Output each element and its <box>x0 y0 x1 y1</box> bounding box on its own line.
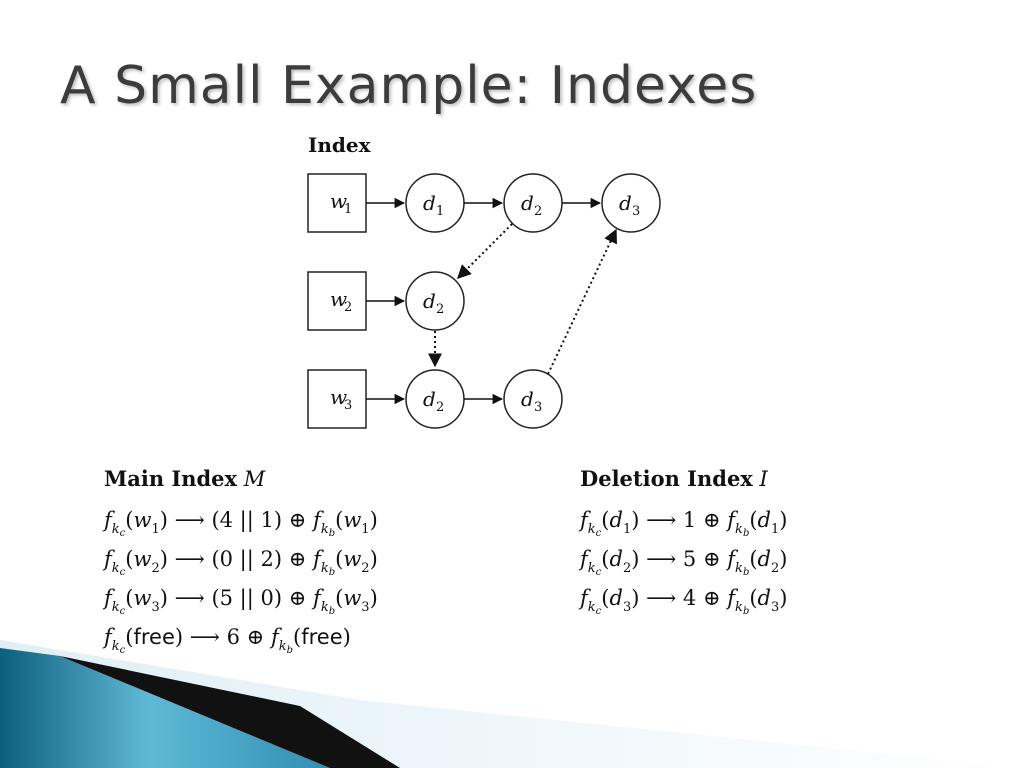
svg-text:d: d <box>521 191 534 215</box>
svg-text:w: w <box>330 189 347 213</box>
deletion-index-title: Deletion Index I <box>580 466 768 491</box>
doc-node-row1-d1: d 1 <box>405 173 465 233</box>
word-node-w1: w 1 <box>307 173 367 233</box>
word-node-w2: w 2 <box>307 271 367 331</box>
slide-title: A Small Example: Indexes <box>60 56 758 116</box>
dotted-edge-r1d2-r2d2 <box>457 223 513 279</box>
svg-text:2: 2 <box>436 302 444 317</box>
main-index-line-1: fkc(w1) ⟶ (4 || 1) ⊕ fkb(w1) <box>104 508 378 539</box>
svg-text:3: 3 <box>344 398 352 413</box>
dotted-edge-r3d3-r1d3 <box>547 228 617 375</box>
svg-text:d: d <box>423 289 436 313</box>
svg-text:3: 3 <box>534 400 542 415</box>
main-index-line-3: fkc(w3) ⟶ (5 || 0) ⊕ fkb(w3) <box>104 586 378 617</box>
svg-text:2: 2 <box>534 204 542 219</box>
svg-text:1: 1 <box>344 202 352 217</box>
doc-node-row1-d3: d 3 <box>601 173 661 233</box>
svg-text:w: w <box>330 287 347 311</box>
svg-text:d: d <box>521 387 534 411</box>
deletion-index-line-3: fkc(d3) ⟶ 4 ⊕ fkb(d3) <box>580 586 788 617</box>
main-index-block: Main Index M fkc(w1) ⟶ (4 || 1) ⊕ fkb(w1… <box>104 466 378 657</box>
deletion-index-line-1: fkc(d1) ⟶ 1 ⊕ fkb(d1) <box>580 508 788 539</box>
main-index-title: Main Index M <box>104 466 266 491</box>
diagram-heading: Index <box>308 133 372 157</box>
main-index-free-line: fkc(free) ⟶ 6 ⊕ fkb(free) <box>104 625 351 656</box>
svg-text:3: 3 <box>632 204 640 219</box>
deletion-index-block: Deletion Index I fkc(d1) ⟶ 1 ⊕ fkb(d1) f… <box>580 466 787 618</box>
doc-node-row1-d2: d 2 <box>503 173 563 233</box>
svg-text:d: d <box>423 191 436 215</box>
svg-text:2: 2 <box>344 300 352 315</box>
svg-text:d: d <box>619 191 632 215</box>
doc-node-row2-d2: d 2 <box>405 271 465 331</box>
decorative-band <box>0 640 1024 768</box>
main-index-line-2: fkc(w2) ⟶ (0 || 2) ⊕ fkb(w2) <box>104 547 378 578</box>
doc-node-row3-d3: d 3 <box>503 369 563 429</box>
deletion-index-line-2: fkc(d2) ⟶ 5 ⊕ fkb(d2) <box>580 547 788 578</box>
svg-text:d: d <box>423 387 436 411</box>
word-node-w3: w 3 <box>307 369 367 429</box>
svg-text:1: 1 <box>436 204 444 219</box>
svg-text:w: w <box>330 385 347 409</box>
doc-node-row3-d2: d 2 <box>405 369 465 429</box>
svg-text:2: 2 <box>436 400 444 415</box>
